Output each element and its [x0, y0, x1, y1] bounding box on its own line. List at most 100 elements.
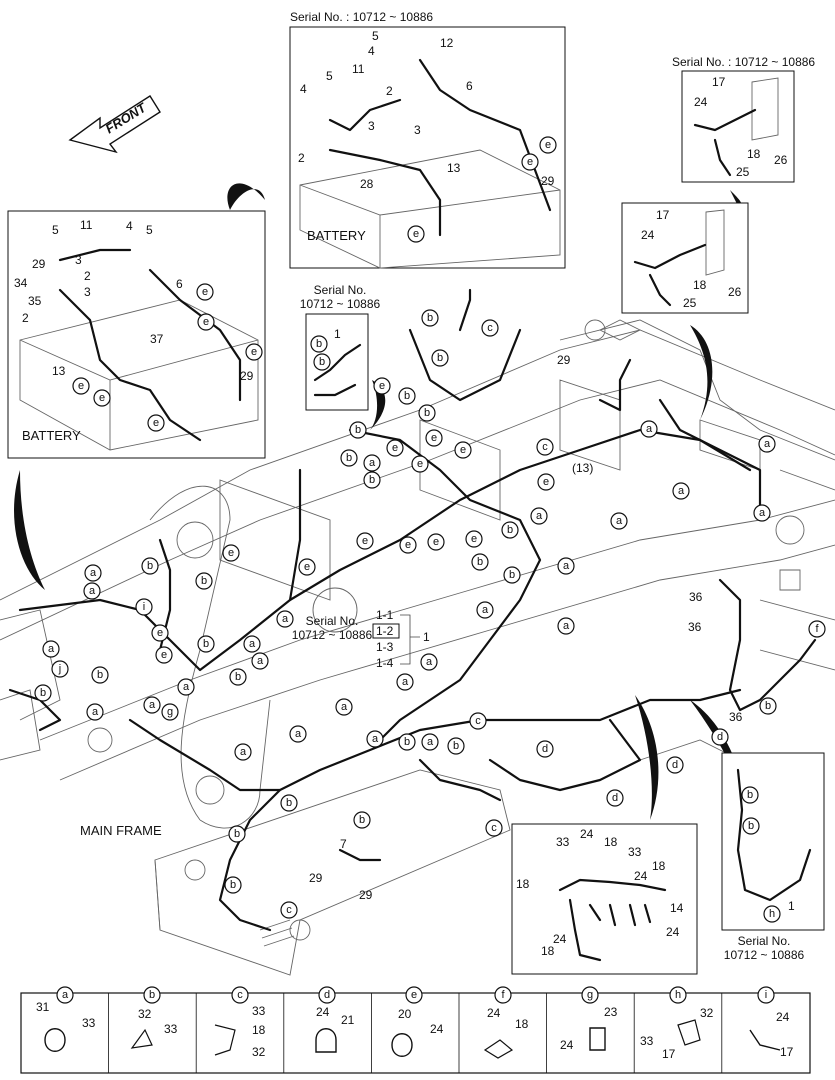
legend-cell-d: d 24 21 [315, 986, 355, 1053]
clamp-ref-circle [420, 653, 438, 671]
legend-part: 33 [164, 1022, 178, 1036]
legend-key: a [62, 989, 69, 1001]
clamp-ref-circle [224, 876, 242, 894]
clamp-ref-letter: a [89, 585, 96, 597]
ref: 14 [670, 901, 684, 915]
clamp-ref-letter: c [487, 322, 493, 334]
clamp-ref-circle [536, 740, 554, 758]
main-labels: MAIN FRAME Serial No. 10712 ~ 10886 1-1 … [80, 353, 743, 902]
clamp-ref-circle [465, 530, 483, 548]
main-serial-line1: Serial No. [306, 614, 359, 628]
variant: 1-4 [376, 656, 394, 670]
clamp-ref-letter: a [402, 676, 409, 688]
serial-line2: 10712 ~ 10886 [300, 297, 381, 311]
ref: 24 [666, 925, 680, 939]
ref: 18 [693, 278, 707, 292]
legend-part: 24 [776, 1010, 790, 1024]
clamp-ref-circle [454, 441, 472, 459]
inset-battery-top-serial: Serial No. : 10712 ~ 10886 [290, 10, 433, 24]
ref: 29 [240, 369, 254, 383]
clamp-ref-circle [536, 438, 554, 456]
clamp-ref-letter: a [764, 438, 771, 450]
clamp-ref-letter: c [542, 441, 548, 453]
inset-battery-top-caption: BATTERY [307, 228, 366, 243]
clamp-ref-circle [557, 617, 575, 635]
clamp-ref-letter: b [507, 524, 513, 536]
clamp-ref-circle [356, 532, 374, 550]
clamp-ref-circle [340, 449, 358, 467]
clamp-ref-letter: c [286, 904, 292, 916]
clamp-ref-circle [195, 572, 213, 590]
label-29b: 29 [309, 871, 323, 885]
ref: 29 [32, 257, 46, 271]
ref: 2 [84, 269, 91, 283]
clamp-ref-circle [151, 624, 169, 642]
clamp-ref-letter: b [355, 424, 361, 436]
inset-serial-mid-left: Serial No. 10712 ~ 10886 1 b b [300, 283, 381, 411]
legend-key: h [675, 989, 681, 1001]
ref: 17 [712, 75, 726, 89]
inset-connector-block: 33 24 18 33 18 24 18 14 24 24 18 [511, 823, 698, 975]
clamp-ref-circle [503, 566, 521, 584]
ref: 2 [298, 151, 305, 165]
clamp-ref-letter: a [536, 510, 543, 522]
legend-part: 32 [700, 1006, 714, 1020]
ref-circle: b [319, 356, 325, 368]
clamp-ref-letter: e [471, 533, 477, 545]
label-36a: 36 [689, 590, 703, 604]
clamp-ref-letter: a [341, 701, 348, 713]
clamp-ref-circle [135, 598, 153, 616]
legend-cell-h: h 33 32 17 [640, 986, 714, 1061]
clamp-ref-letter: a [563, 620, 570, 632]
clamp-ref-circle [280, 901, 298, 919]
clamp-ref-circle [398, 387, 416, 405]
ref-circle: e [251, 346, 257, 358]
ref: 18 [652, 859, 666, 873]
ref: 26 [728, 285, 742, 299]
legend-part: 17 [662, 1047, 676, 1061]
label-29: 29 [557, 353, 571, 367]
clamp-ref-circle [530, 507, 548, 525]
clamp-ref-circle [177, 678, 195, 696]
clamp-ref-circle [298, 558, 316, 576]
ref-circle: h [769, 908, 775, 920]
clamp-ref-letter: e [304, 561, 310, 573]
legend-part: 24 [487, 1006, 501, 1020]
clamp-ref-circle [229, 668, 247, 686]
legend-part: 32 [252, 1045, 266, 1059]
clamp-ref-circle [161, 703, 179, 721]
ref-circle: e [203, 316, 209, 328]
legend-part: 17 [780, 1045, 794, 1059]
clamp-ref-letter: b [359, 814, 365, 826]
clamp-ref-letter: d [717, 731, 723, 743]
legend-part: 33 [252, 1004, 266, 1018]
inset-bracket-top-right: Serial No. : 10712 ~ 10886 17 24 18 26 2… [672, 55, 815, 183]
ref: 12 [440, 36, 454, 50]
clamp-ref-circle [476, 601, 494, 619]
clamp-ref-letter: b [369, 474, 375, 486]
clamp-ref-circle [280, 794, 298, 812]
ref: 18 [541, 944, 555, 958]
ref: 1 [334, 327, 341, 341]
clamp-ref-circle [421, 733, 439, 751]
variant: 1-1 [376, 608, 394, 622]
clamp-ref-circle [418, 404, 436, 422]
clamp-ref-letter: g [167, 706, 173, 718]
ref: 13 [447, 161, 461, 175]
clamp-ref-circle [471, 553, 489, 571]
ref: 33 [556, 835, 570, 849]
ref-circle: e [78, 380, 84, 392]
clamp-ref-letter: e [460, 444, 466, 456]
clamp-ref-circle [86, 703, 104, 721]
clamp-ref-circle [427, 533, 445, 551]
clamp-ref-circle [42, 640, 60, 658]
ref: 6 [466, 79, 473, 93]
clamp-ref-letter: b [97, 669, 103, 681]
clamp-ref-circle [51, 660, 69, 678]
clamp-ref-circle [481, 319, 499, 337]
clamp-ref-letter: a [563, 560, 570, 572]
clamp-ref-letter: b [427, 312, 433, 324]
ref: 18 [516, 877, 530, 891]
clamp-ref-circle [141, 557, 159, 575]
